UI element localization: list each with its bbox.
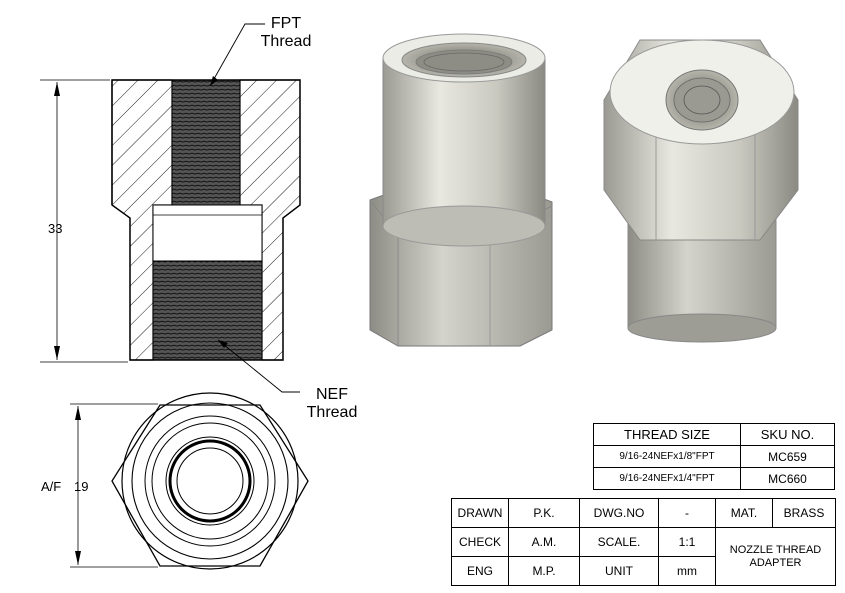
drawing-title: NOZZLE THREAD ADAPTER [715, 527, 836, 586]
fpt-label: FPT Thread [250, 15, 322, 51]
title-block-row: CHECK A.M. SCALE. 1:1 NOZZLE THREAD ADAP… [451, 527, 836, 586]
height-dimension [40, 79, 128, 363]
thread-size-cell: 9/16-24NEFx1/8"FPT [593, 445, 741, 468]
unit-label: UNIT [579, 556, 659, 586]
end-view [111, 392, 309, 570]
drawn-label: DRAWN [451, 498, 509, 528]
check-label: CHECK [451, 527, 509, 557]
title-block-row: ENG M.P. UNIT mm [451, 556, 836, 586]
unit-value: mm [658, 556, 716, 586]
dwgno-value: - [658, 498, 716, 528]
check-value: A.M. [508, 527, 580, 557]
eng-label: ENG [451, 556, 509, 586]
table-row: 9/16-24NEFx1/4"FPT MC660 [593, 467, 835, 490]
fpt-leader [209, 23, 265, 87]
fpt-label-line1: FPT [270, 15, 302, 32]
fpt-label-line2: Thread [260, 33, 312, 50]
nef-label-line2: Thread [306, 404, 358, 421]
sku-cell: MC660 [740, 467, 835, 490]
af-dimension-value: 19 [74, 479, 89, 494]
iso-view-cylinder-up [369, 33, 553, 347]
nef-leader [217, 339, 300, 393]
section-view [111, 79, 301, 361]
dwgno-label: DWG.NO [579, 498, 659, 528]
af-dimension [70, 403, 158, 568]
mat-value: BRASS [772, 498, 836, 528]
scale-value: 1:1 [658, 527, 716, 557]
sku-cell: MC659 [740, 445, 835, 468]
iso-view-hex-up [603, 39, 799, 343]
eng-value: M.P. [508, 556, 580, 586]
drawn-value: P.K. [508, 498, 580, 528]
scale-label: SCALE. [579, 527, 659, 557]
sku-table-header: THREAD SIZE SKU NO. [593, 423, 835, 446]
sku-table: THREAD SIZE SKU NO. 9/16-24NEFx1/8"FPT M… [593, 423, 835, 490]
title-block-row: DRAWN P.K. DWG.NO - MAT. BRASS [451, 498, 836, 528]
thread-size-cell: 9/16-24NEFx1/4"FPT [593, 467, 741, 490]
nef-label-line1: NEF [316, 386, 348, 403]
table-row: 9/16-24NEFx1/8"FPT MC659 [593, 445, 835, 468]
af-dimension-prefix: A/F [41, 479, 62, 494]
height-dimension-value: 33 [48, 221, 63, 236]
mat-label: MAT. [715, 498, 773, 528]
nef-label: NEF Thread [296, 386, 368, 422]
thread-size-header: THREAD SIZE [593, 423, 741, 446]
sku-header: SKU NO. [740, 423, 835, 446]
title-block: DRAWN P.K. DWG.NO - MAT. BRASS CHECK A.M… [451, 498, 836, 586]
